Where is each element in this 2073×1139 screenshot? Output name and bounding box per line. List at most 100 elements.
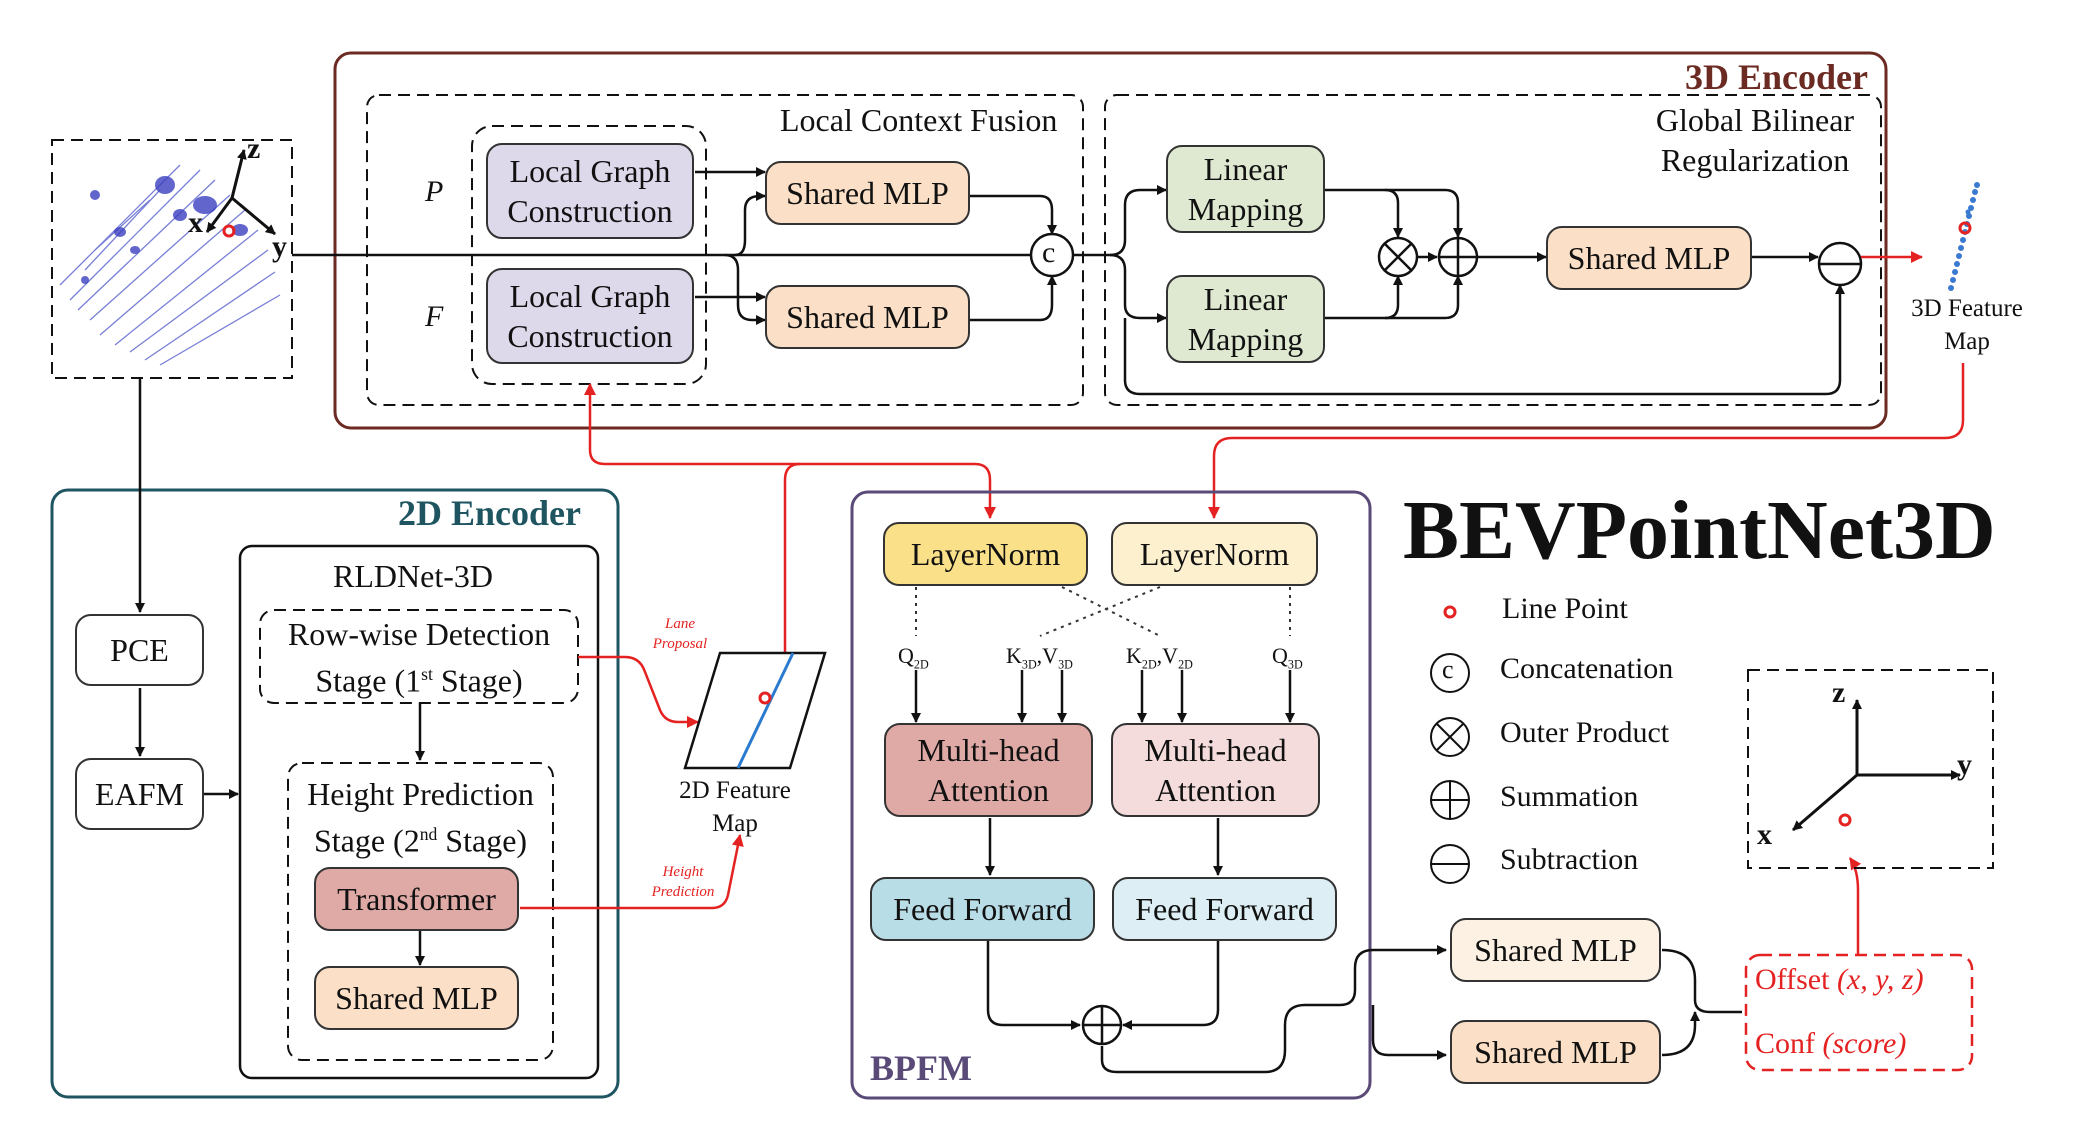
pc-line-point [222, 224, 236, 238]
offset-vars: (x, y, z) [1836, 963, 1924, 996]
encoder2d-panel [50, 488, 620, 1099]
pc-y-axis [231, 196, 276, 236]
axis-label-z: z [247, 132, 261, 165]
height-end: Stage) [437, 822, 528, 859]
edge-output-axis [1848, 857, 1862, 955]
axis-label-x: x [188, 206, 203, 239]
bpfm-title: BPFM [870, 1048, 972, 1088]
conf-vars: (score) [1822, 1027, 1907, 1060]
conf-text: Conf [1755, 1027, 1815, 1060]
feature-map-2d-lane [736, 652, 795, 769]
bpfm-dotted-links [915, 586, 1291, 637]
main-title: BEVPointNet3D [1403, 484, 1996, 577]
q3d-label: Q3D [1272, 643, 1303, 672]
kv2d-label: K2D,V2D [1126, 643, 1193, 672]
edge-feature2d-up [783, 462, 996, 655]
local-context-fusion-label: Local Context Fusion [780, 102, 1058, 138]
q2d-label: Q2D [898, 643, 929, 672]
lane-proposal-label: Lane Proposal [652, 616, 708, 652]
legend-axis-y: y [1957, 748, 1972, 781]
feature-map-3d-label: 3D Feature Map [1911, 295, 2023, 355]
point-cloud-blobs [81, 176, 248, 284]
bpfm-arrows [911, 670, 1447, 1074]
height-line1: Height Prediction [307, 776, 534, 812]
edge-feature3d-layernorm2 [1208, 363, 1965, 519]
q2d-text: Q [898, 643, 914, 668]
linear-mapping-2: Linear Mapping [1166, 275, 1325, 363]
legend-concatenation: Concatenation [1500, 652, 1674, 685]
axes-legend-panel [1747, 669, 1994, 869]
edge-feature2d-graph [584, 383, 800, 466]
bpfm-summation-plus [1083, 1006, 1121, 1044]
feature-map-3d-glyph [1948, 182, 1980, 291]
legend-summation: Summation [1500, 780, 1639, 813]
legend-outer-product-x [1436, 723, 1464, 751]
kv3d-k: K [1006, 643, 1022, 668]
legend-concat-icon [1430, 653, 1470, 693]
shared-mlp-head-1: Shared MLP [1450, 918, 1661, 982]
edge-residual [1123, 284, 1845, 396]
edge-split-mlp2 [724, 253, 766, 325]
layernorm-2: LayerNorm [1111, 522, 1318, 586]
row-wise-sup: st [421, 664, 433, 684]
edge-linear2-outer [1325, 275, 1403, 320]
shared-mlp-lcf-2: Shared MLP [765, 285, 970, 349]
feature-map-3d-point [1958, 221, 1972, 235]
feature-map-2d-point [758, 691, 772, 705]
row-wise-line2: Stage (1 [315, 662, 422, 699]
kv3d-v-sub: 3D [1058, 657, 1073, 672]
kv2d-v-sub: 2D [1178, 657, 1193, 672]
legend-outer-product: Outer Product [1500, 716, 1670, 749]
edge-linear1-outer [1325, 188, 1403, 238]
concat-node-label: c [1042, 236, 1056, 269]
encoder2d-title: 2D Encoder [398, 493, 581, 533]
q2d-sub: 2D [913, 657, 929, 672]
pc-x-axis [205, 197, 234, 233]
shared-mlp-head-2: Shared MLP [1450, 1020, 1661, 1084]
feature-map-2d-glyph [683, 651, 827, 770]
global-bilinear-panel [1104, 94, 1882, 406]
kv3d-k-sub: 3D [1021, 657, 1037, 672]
rldnet-panel [238, 544, 600, 1080]
shared-mlp-lcf-1: Shared MLP [765, 161, 970, 225]
axis-label-y: y [272, 230, 287, 263]
height-stage-panel [287, 762, 554, 1061]
legend-axis-x: x [1757, 818, 1772, 851]
edge-row-feature2d [578, 655, 699, 728]
kv3d-label: K3D,V3D [1006, 643, 1073, 672]
feature-map-2d-label: 2D Feature Map [679, 777, 791, 837]
conf-label: Conf (score) [1755, 1027, 1906, 1061]
height-stage-label: Height Prediction Stage (2nd Stage) [288, 774, 553, 861]
edge-linear2-sum [1385, 275, 1463, 320]
legend-axes-point [1838, 813, 1852, 827]
local-context-fusion-panel [366, 94, 1084, 406]
encoder3d-panel [333, 51, 1888, 430]
row-wise-end: Stage) [432, 662, 523, 699]
offset-label: Offset (x, y, z) [1755, 963, 1924, 997]
legend-summation-plus [1431, 781, 1469, 819]
edge-mlp2-concat [970, 275, 1057, 322]
edge-mlp1-concat [970, 194, 1057, 235]
q3d-text: Q [1272, 643, 1288, 668]
local-graph-construction-1: Local Graph Construction [486, 143, 694, 239]
feed-forward-2: Feed Forward [1112, 877, 1337, 941]
legend-x-axis [1792, 773, 1858, 832]
shared-mlp-2d: Shared MLP [314, 966, 519, 1030]
height-prediction-label: Height Prediction [651, 864, 715, 900]
shared-mlp-gbr: Shared MLP [1546, 226, 1752, 290]
edge-to-linear1 [1109, 185, 1167, 257]
row-wise-stage-label: Row-wise Detection Stage (1st Stage) [260, 614, 578, 701]
pce-box: PCE [75, 614, 204, 686]
kv3d-v: ,V [1036, 643, 1059, 668]
layernorm-1: LayerNorm [883, 522, 1088, 586]
edge-split-mlp1 [734, 191, 766, 257]
legend-subtraction: Subtraction [1500, 843, 1639, 876]
bpfm-panel [850, 490, 1372, 1100]
q3d-sub: 3D [1287, 657, 1303, 672]
outer-product-x [1384, 243, 1412, 271]
offset-text: Offset [1755, 963, 1830, 996]
label-f: F [425, 300, 444, 333]
height-sup: nd [419, 824, 438, 844]
legend-axis-z: z [1832, 676, 1846, 709]
